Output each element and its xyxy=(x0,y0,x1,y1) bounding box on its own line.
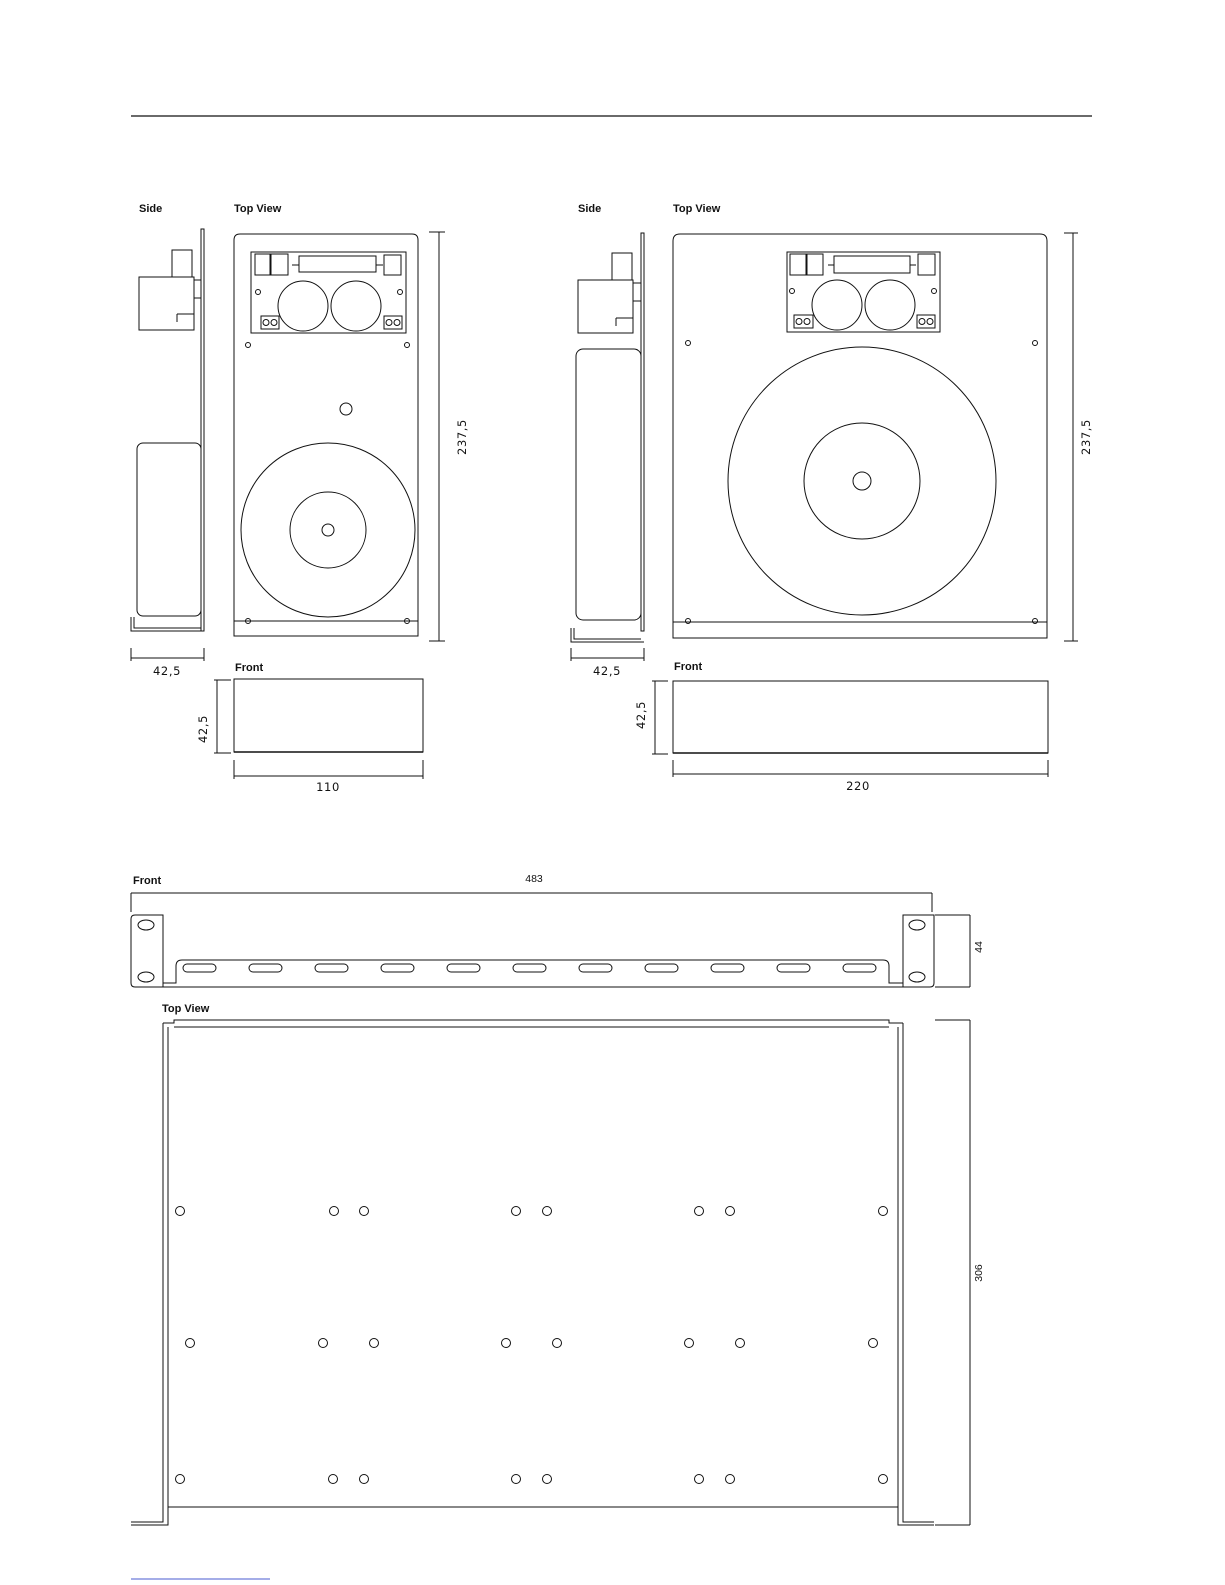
unit-a-side-label: Side xyxy=(139,203,162,215)
rack-front-view xyxy=(131,915,934,987)
rack-dimension-lines xyxy=(131,893,970,1525)
rack-width-dimension: 483 xyxy=(514,873,554,885)
unit-b-side-view xyxy=(571,233,644,642)
unit-b-top-view-label: Top View xyxy=(673,203,720,215)
unit-b-front-height-dimension: 42,5 xyxy=(634,695,648,735)
rack-depth-dimension: 306 xyxy=(973,1255,985,1291)
rack-front-label: Front xyxy=(133,875,161,887)
unit-b-front-view xyxy=(673,681,1048,753)
unit-a-depth-dimension: 42,5 xyxy=(147,664,187,678)
unit-a-front-label: Front xyxy=(235,662,263,674)
unit-b-depth-dimension: 42,5 xyxy=(587,664,627,678)
unit-a-height-dimension: 237,5 xyxy=(455,412,469,462)
unit-a-width-dimension: 110 xyxy=(308,780,348,794)
unit-a-top-view-label: Top View xyxy=(234,203,281,215)
unit-b-front-label: Front xyxy=(674,661,702,673)
unit-b-height-dimension: 237,5 xyxy=(1079,412,1093,462)
rack-height-dimension: 44 xyxy=(973,932,985,962)
rack-top-view-label: Top View xyxy=(162,1003,209,1015)
rack-top-view xyxy=(131,1020,934,1525)
unit-a-front-view xyxy=(234,679,423,752)
unit-b-top-view xyxy=(673,234,1047,638)
unit-a-front-height-dimension: 42,5 xyxy=(196,709,210,749)
unit-a-side-view xyxy=(131,229,204,631)
unit-a-top-view xyxy=(234,234,418,636)
unit-b-side-label: Side xyxy=(578,203,601,215)
unit-b-width-dimension: 220 xyxy=(838,779,878,793)
